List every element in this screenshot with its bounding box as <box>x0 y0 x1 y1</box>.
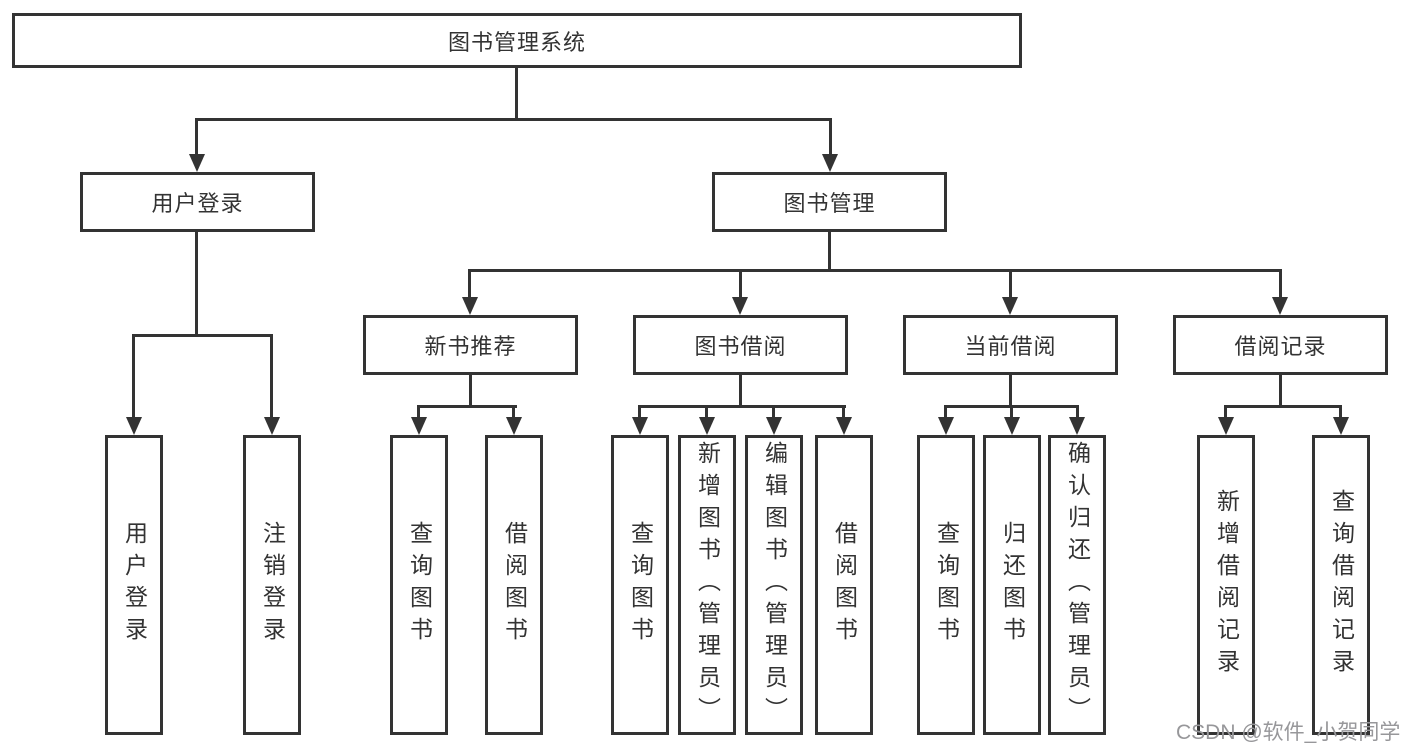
node-label: 编辑图书（管理员） <box>761 441 788 729</box>
connector-current-borrow-stem <box>1009 375 1012 408</box>
node-label: 借阅记录 <box>1234 334 1327 359</box>
connector-to-current-borrow <box>1009 271 1012 299</box>
connector-to-book-management <box>829 120 832 156</box>
connector-to-leaf-query-book-2 <box>638 407 641 421</box>
connector-to-book-borrow <box>739 271 742 299</box>
connector-new-book-recommend-branch <box>417 405 517 408</box>
connector-to-leaf-logout <box>270 336 273 419</box>
arrow-to-leaf-return-book <box>1004 417 1020 435</box>
node-label: 借阅图书 <box>501 521 528 649</box>
connector-to-user-login <box>195 120 198 156</box>
connector-book-management-stem <box>828 232 831 272</box>
node-leaf-return-book: 归还图书 <box>983 435 1041 735</box>
node-label: 用户登录 <box>121 521 148 649</box>
node-leaf-query-borrow-record: 查询借阅记录 <box>1312 435 1370 735</box>
node-label: 查询图书 <box>627 521 654 649</box>
connector-book-borrow-stem <box>739 375 742 408</box>
node-label: 确认归还（管理员） <box>1064 441 1091 729</box>
node-label: 图书管理系统 <box>447 29 586 55</box>
node-label: 用户登录 <box>151 191 244 216</box>
node-library-management-system: 图书管理系统 <box>12 13 1022 68</box>
arrow-to-book-borrow <box>732 297 748 315</box>
node-label: 查询图书 <box>406 521 433 649</box>
node-label: 新增借阅记录 <box>1213 489 1240 681</box>
connector-to-leaf-confirm-return <box>1076 407 1079 421</box>
arrow-to-leaf-logout <box>264 417 280 435</box>
connector-new-book-recommend-stem <box>469 375 472 408</box>
connector-to-leaf-add-record <box>1224 407 1227 421</box>
connector-to-leaf-edit-book <box>772 407 775 421</box>
node-label: 当前借阅 <box>964 334 1057 359</box>
node-current-borrow: 当前借阅 <box>903 315 1118 375</box>
arrow-to-book-management <box>822 154 838 172</box>
node-leaf-logout: 注销登录 <box>243 435 301 735</box>
node-borrow-record: 借阅记录 <box>1173 315 1388 375</box>
arrow-to-leaf-query-book-3 <box>938 417 954 435</box>
arrow-to-leaf-confirm-return <box>1069 417 1085 435</box>
arrow-to-current-borrow <box>1002 297 1018 315</box>
node-label: 图书管理 <box>783 191 876 216</box>
arrow-to-leaf-add-record <box>1218 417 1234 435</box>
connector-to-leaf-borrow-book-2 <box>842 407 845 421</box>
arrow-to-leaf-borrow-book-1 <box>506 417 522 435</box>
arrow-to-leaf-query-record <box>1333 417 1349 435</box>
connector-book-management-branch <box>468 269 1282 272</box>
arrow-to-leaf-user-login <box>126 417 142 435</box>
arrow-to-user-login <box>189 154 205 172</box>
node-leaf-borrow-book-borrow: 借阅图书 <box>815 435 873 735</box>
node-book-borrow: 图书借阅 <box>633 315 848 375</box>
node-leaf-add-book-admin: 新增图书（管理员） <box>678 435 736 735</box>
arrow-to-leaf-edit-book <box>766 417 782 435</box>
arrow-to-leaf-add-book <box>699 417 715 435</box>
node-leaf-edit-book-admin: 编辑图书（管理员） <box>745 435 803 735</box>
arrow-to-leaf-query-book-2 <box>632 417 648 435</box>
node-leaf-user-login: 用户登录 <box>105 435 163 735</box>
csdn-watermark: CSDN @软件_小贺同学 <box>1176 721 1401 744</box>
connector-to-leaf-add-book <box>705 407 708 421</box>
arrow-to-new-book-recommend <box>462 297 478 315</box>
node-label: 查询图书 <box>933 521 960 649</box>
connector-borrow-record-stem <box>1279 375 1282 408</box>
arrow-to-leaf-borrow-book-2 <box>836 417 852 435</box>
connector-to-new-book-recommend <box>468 271 471 299</box>
connector-book-borrow-branch <box>638 405 846 408</box>
node-leaf-add-borrow-record: 新增借阅记录 <box>1197 435 1255 735</box>
arrow-to-leaf-query-book-1 <box>411 417 427 435</box>
node-leaf-query-book-current: 查询图书 <box>917 435 975 735</box>
node-label: 查询借阅记录 <box>1328 489 1355 681</box>
node-label: 新书推荐 <box>424 334 517 359</box>
node-label: 归还图书 <box>999 521 1026 649</box>
node-label: 新增图书（管理员） <box>694 441 721 729</box>
connector-user-login-branch <box>132 334 273 337</box>
connector-to-leaf-user-login <box>132 336 135 419</box>
connector-to-leaf-query-record <box>1339 407 1342 421</box>
connector-current-borrow-branch <box>944 405 1079 408</box>
arrow-to-borrow-record <box>1272 297 1288 315</box>
connector-to-leaf-borrow-book-1 <box>512 407 515 421</box>
node-leaf-confirm-return-admin: 确认归还（管理员） <box>1048 435 1106 735</box>
node-user-login: 用户登录 <box>80 172 315 232</box>
node-leaf-query-book-recommend: 查询图书 <box>390 435 448 735</box>
node-leaf-query-book-borrow: 查询图书 <box>611 435 669 735</box>
connector-to-leaf-return-book <box>1010 407 1013 421</box>
connector-to-leaf-query-book-1 <box>417 407 420 421</box>
node-label: 借阅图书 <box>831 521 858 649</box>
node-label: 注销登录 <box>259 521 286 649</box>
node-new-book-recommend: 新书推荐 <box>363 315 578 375</box>
connector-root-stem <box>515 68 518 120</box>
connector-to-leaf-query-book-3 <box>944 407 947 421</box>
connector-root-branch <box>195 118 832 121</box>
node-book-management: 图书管理 <box>712 172 947 232</box>
node-leaf-borrow-book-recommend: 借阅图书 <box>485 435 543 735</box>
connector-user-login-stem <box>195 232 198 337</box>
node-label: 图书借阅 <box>694 334 787 359</box>
connector-to-borrow-record <box>1279 271 1282 299</box>
connector-borrow-record-branch <box>1224 405 1342 408</box>
